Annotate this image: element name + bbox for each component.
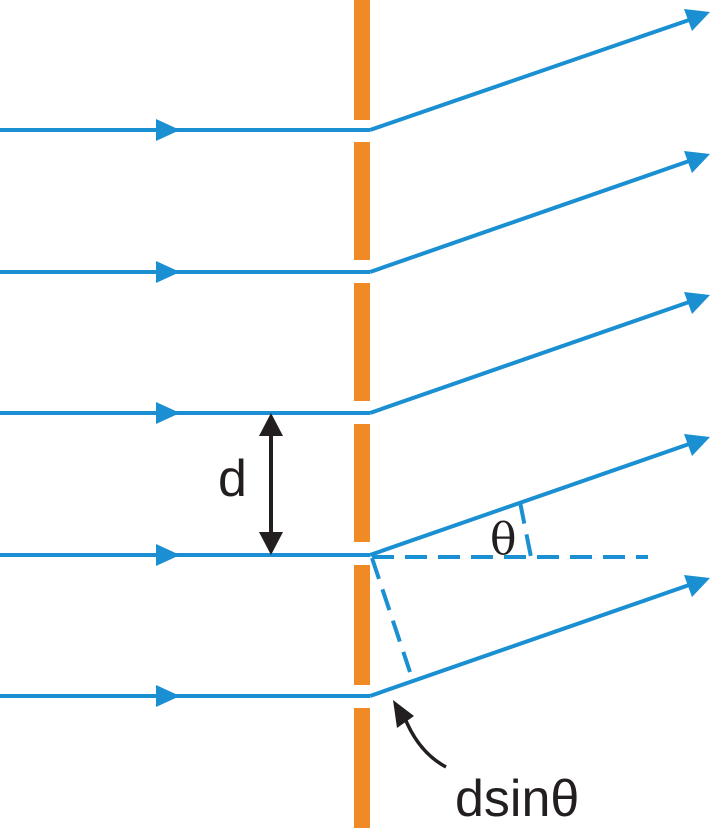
grating-segment <box>354 565 370 685</box>
grating-segment <box>354 142 370 260</box>
grating-segment <box>354 0 370 120</box>
path-difference-pointer <box>393 700 447 769</box>
angle-label: θ <box>490 514 517 565</box>
spacing-arrow-head-bottom <box>259 532 283 555</box>
arrowhead <box>684 575 710 597</box>
arrowhead <box>156 261 180 283</box>
pointer-curve <box>402 715 447 769</box>
arrowhead <box>684 292 710 314</box>
incident-rays <box>0 128 370 698</box>
spacing-arrow-head-top <box>259 413 283 436</box>
path-difference-dashed <box>370 557 412 673</box>
arrowhead <box>684 151 710 173</box>
diffracted-ray <box>369 299 693 415</box>
diffracted-ray <box>369 17 693 132</box>
spacing-arrow <box>259 413 283 555</box>
pointer-arrowhead <box>393 700 414 728</box>
diffracted-ray <box>369 582 693 698</box>
arrowhead <box>156 119 180 141</box>
spacing-label: d <box>218 450 247 508</box>
arrowhead <box>156 544 180 566</box>
path-difference-label: dsinθ <box>455 770 579 828</box>
grating-segment <box>354 283 370 401</box>
arrowhead <box>684 9 710 31</box>
angle-arc-dashed <box>518 501 533 558</box>
diffracted-ray <box>369 158 693 274</box>
grating <box>354 0 370 828</box>
diffracted-arrowheads <box>684 9 710 597</box>
construction-lines <box>370 501 648 673</box>
diffracted-ray <box>369 441 693 557</box>
diffracted-rays <box>369 17 693 698</box>
arrowhead <box>156 402 180 424</box>
arrowhead <box>156 685 180 707</box>
arrowhead <box>684 434 710 456</box>
grating-segment <box>354 708 370 828</box>
incident-arrowheads <box>156 119 180 707</box>
grating-segment <box>354 424 370 542</box>
